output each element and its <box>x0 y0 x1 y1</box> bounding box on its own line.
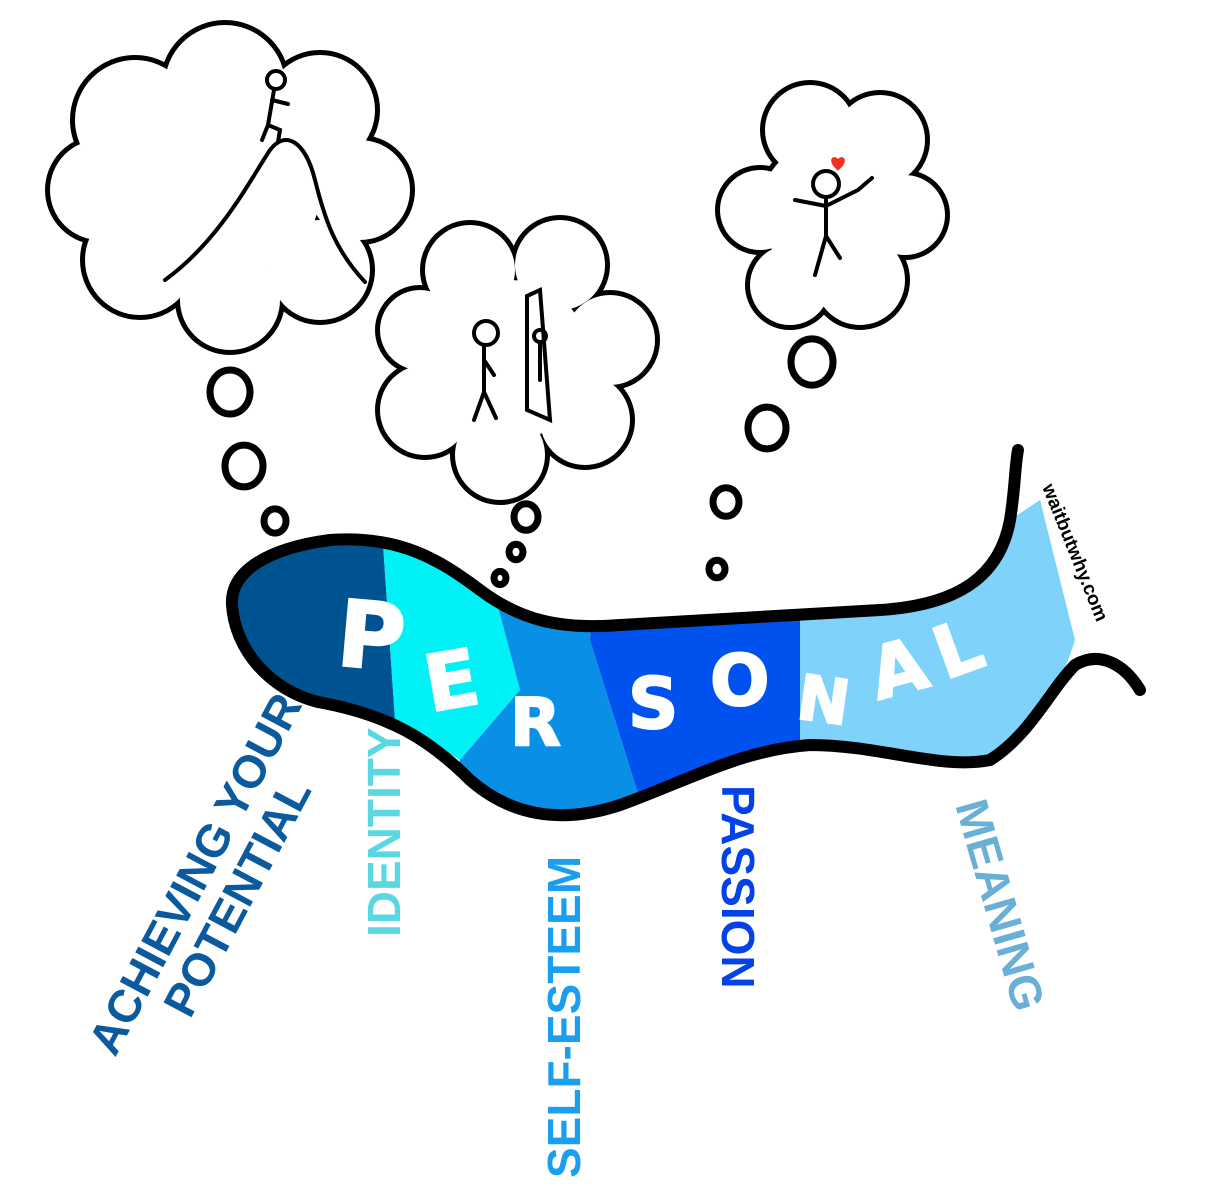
cloud-drawings <box>163 69 874 424</box>
cloud-achieving <box>50 25 410 350</box>
letter-r: R <box>510 684 561 761</box>
joyful-person-drawing <box>793 157 874 277</box>
label-meaning: MEANING <box>945 793 1055 1016</box>
thought-bubble <box>505 540 527 564</box>
label-passion: PASSION <box>712 785 764 989</box>
thought-bubble <box>206 366 254 418</box>
letter-p: P <box>333 580 410 692</box>
label-identity: IDENTITY <box>358 727 410 937</box>
thought-clouds <box>45 20 950 589</box>
thought-bubble <box>709 484 743 520</box>
thought-bubble <box>705 556 729 582</box>
cloud-passion <box>720 85 945 325</box>
thought-bubble <box>490 567 510 589</box>
worm-outline <box>225 444 1146 822</box>
thought-bubble <box>787 335 837 389</box>
mirror-drawing <box>472 286 553 424</box>
label-self-esteem: SELF-ESTEEM <box>538 856 590 1178</box>
letter-o: O <box>710 640 770 722</box>
letter-n: N <box>793 661 855 741</box>
thought-bubble <box>510 500 542 534</box>
thought-bubble <box>221 441 267 491</box>
heart-icon <box>831 157 845 171</box>
mountain-climber-drawing <box>163 69 367 284</box>
letter-s: S <box>628 663 678 745</box>
thought-bubble <box>744 403 790 453</box>
thought-bubble <box>260 505 290 537</box>
